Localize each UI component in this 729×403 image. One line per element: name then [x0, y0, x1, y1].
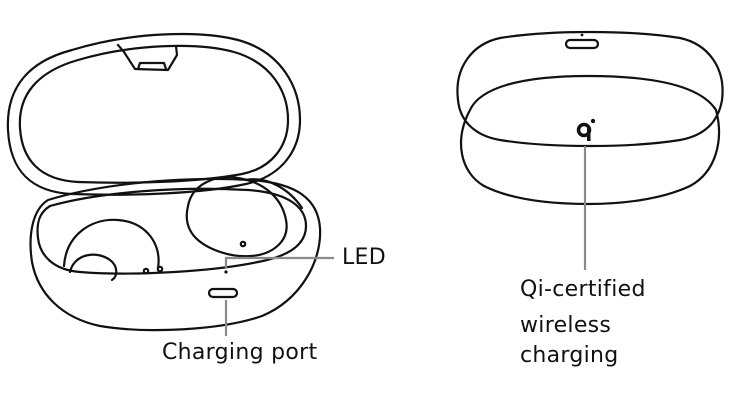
qi-label-line-3: charging — [520, 345, 619, 367]
case-base-outer — [31, 179, 321, 330]
left-earbud-contact-1 — [144, 269, 148, 273]
case-lid-inner — [20, 46, 288, 183]
case-base-inner — [38, 189, 307, 274]
qi-logo-icon — [579, 119, 596, 141]
closed-case-led — [581, 34, 584, 37]
led-label: LED — [342, 247, 386, 269]
led-leader-line — [226, 258, 334, 268]
charging-port — [209, 289, 237, 297]
closed-charging-case — [457, 32, 722, 204]
open-charging-case — [8, 34, 320, 330]
left-earbud-tip — [70, 255, 116, 280]
case-lid-hinge-detail — [138, 63, 166, 69]
right-earbud-contact — [241, 242, 245, 246]
left-earbud-contact-2 — [158, 267, 162, 271]
qi-label-line-1: Qi-certified — [520, 279, 646, 301]
charging-port-label: Charging port — [162, 342, 317, 364]
led-indicator — [224, 270, 227, 273]
closed-case-port — [566, 40, 598, 48]
qi-label-line-2: wireless — [520, 315, 611, 337]
